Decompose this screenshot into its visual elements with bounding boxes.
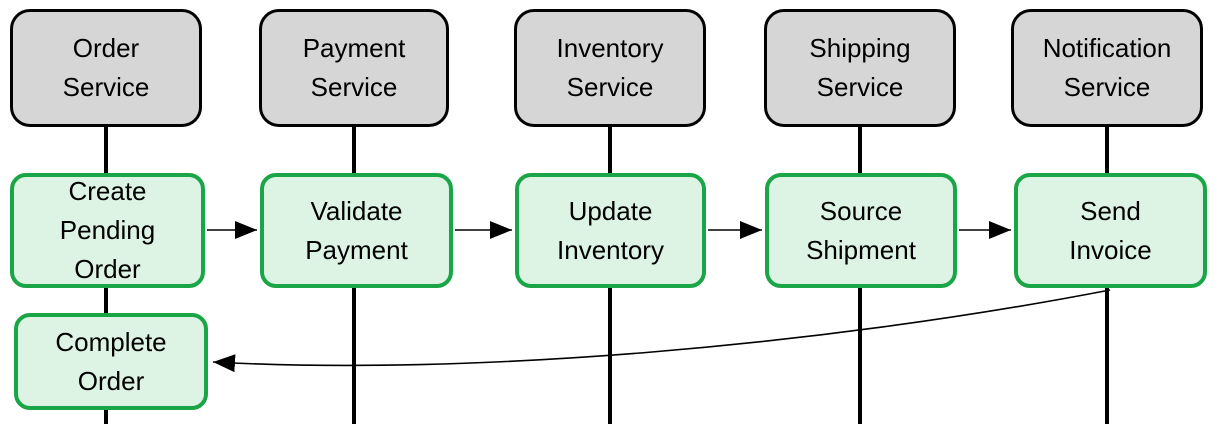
service-header-notification-label: Notification Service — [1042, 33, 1172, 102]
step-create-pending-order-label: Create Pending Order — [59, 176, 156, 284]
step-complete-order-label: Complete Order — [55, 326, 167, 396]
step-validate-payment: Validate Payment — [260, 173, 453, 288]
arrow-send-invoice-to-complete-order — [212, 289, 1111, 373]
step-send-invoice: Send Invoice — [1014, 173, 1207, 288]
service-header-payment: Payment Service — [259, 9, 449, 127]
step-source-shipment: Source Shipment — [765, 173, 957, 288]
step-update-inventory-label: Update Inventory — [557, 195, 664, 265]
service-header-payment-label: Payment Service — [302, 33, 406, 102]
service-header-order-label: Order Service — [62, 33, 150, 102]
service-header-inventory-label: Inventory Service — [556, 33, 664, 102]
step-send-invoice-label: Send Invoice — [1069, 195, 1152, 265]
step-validate-payment-label: Validate Payment — [305, 195, 408, 265]
step-create-pending-order: Create Pending Order — [10, 173, 205, 288]
step-update-inventory: Update Inventory — [515, 173, 706, 288]
step-source-shipment-label: Source Shipment — [806, 195, 916, 265]
service-header-notification: Notification Service — [1011, 9, 1203, 127]
service-header-shipping: Shipping Service — [764, 9, 956, 127]
step-complete-order: Complete Order — [14, 313, 208, 410]
service-header-shipping-label: Shipping Service — [809, 33, 911, 102]
service-header-inventory: Inventory Service — [514, 9, 706, 127]
service-header-order: Order Service — [10, 9, 202, 127]
